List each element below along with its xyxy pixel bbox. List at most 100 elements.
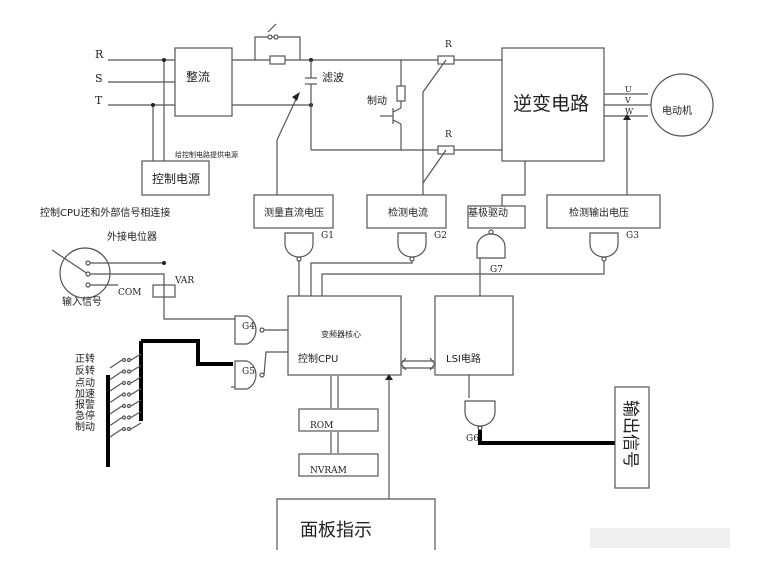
motor-label: 电动机 bbox=[662, 104, 692, 117]
rom-label: ROM bbox=[310, 421, 333, 431]
gate-label-g1: G1 bbox=[321, 231, 334, 241]
dc-voltage-block bbox=[253, 194, 334, 229]
input-switch bbox=[109, 382, 123, 392]
base-drive-block bbox=[467, 205, 526, 229]
output-signal-wire bbox=[478, 430, 615, 445]
output-voltage-label: 检测输出电压 bbox=[569, 206, 629, 219]
rectifier-label: 整流 bbox=[186, 69, 210, 84]
input-switch-bank bbox=[106, 339, 233, 467]
current-detect-label: 检测电流 bbox=[388, 206, 428, 219]
input-switch bbox=[121, 415, 127, 420]
input-switch bbox=[109, 394, 123, 403]
potentiometer-label: 外接电位器 bbox=[107, 230, 157, 243]
resistor-label-bottom: R bbox=[445, 130, 452, 140]
control-power-label: 控制电源 bbox=[152, 172, 200, 186]
nvram-label: NVRAM bbox=[310, 466, 347, 476]
input-brake: 制动 bbox=[75, 420, 95, 433]
input-switch bbox=[126, 403, 132, 409]
motor-symbol bbox=[650, 73, 714, 137]
resistor-label-top: R bbox=[445, 40, 452, 50]
input-switch bbox=[126, 415, 132, 420]
inverter-block bbox=[501, 47, 605, 162]
input-switch bbox=[109, 417, 123, 426]
input-switch bbox=[130, 422, 142, 430]
gate-g1 bbox=[284, 232, 314, 262]
inverter-label: 逆变电路 bbox=[513, 93, 589, 115]
input-switch bbox=[121, 403, 127, 409]
gate-g3 bbox=[589, 232, 619, 262]
panel-block bbox=[276, 498, 436, 550]
gate-g5 bbox=[231, 351, 288, 390]
input-switch bbox=[126, 426, 132, 432]
input-alarm: 报警 bbox=[75, 398, 95, 411]
gate-label-g2: G2 bbox=[434, 231, 447, 241]
cpu-label: 控制CPU bbox=[298, 352, 338, 365]
phase-label-s: S bbox=[95, 72, 103, 85]
input-switch bbox=[109, 359, 123, 369]
phase-label-r: R bbox=[95, 48, 104, 61]
phase-label-t: T bbox=[95, 94, 103, 107]
gate-g2 bbox=[397, 232, 427, 262]
input-switch bbox=[121, 380, 127, 386]
input-switch bbox=[130, 353, 142, 361]
current-detect-block bbox=[366, 194, 447, 229]
var-label: VAR bbox=[174, 276, 194, 286]
rom-block bbox=[298, 408, 379, 432]
input-switch bbox=[126, 357, 132, 363]
input-emergency-stop: 急停 bbox=[75, 409, 95, 422]
gate-g7 bbox=[476, 229, 506, 259]
cpu-core-label: 变频器核心 bbox=[321, 329, 361, 339]
brake-label: 制动 bbox=[367, 94, 387, 107]
input-switch bbox=[121, 426, 127, 432]
input-switch bbox=[121, 392, 127, 397]
input-switch bbox=[130, 364, 142, 373]
feedback-wires bbox=[298, 258, 605, 296]
output-voltage-block bbox=[546, 194, 661, 229]
output-signal-block bbox=[614, 386, 650, 489]
control-power-note: 给控制电路提供电源 bbox=[175, 150, 238, 159]
lsi-block bbox=[434, 295, 514, 376]
input-accelerate: 加速 bbox=[75, 388, 95, 400]
cpu-block bbox=[287, 295, 402, 376]
dc-bus bbox=[232, 23, 502, 195]
panel-label: 面板指示 bbox=[300, 520, 372, 541]
input-switch bbox=[109, 371, 123, 380]
input-switch bbox=[130, 376, 142, 384]
nvram-block bbox=[298, 453, 379, 477]
filter-label: 滤波 bbox=[322, 71, 344, 84]
input-switch bbox=[109, 405, 123, 415]
input-switch bbox=[121, 357, 127, 363]
input-jog: 点动 bbox=[75, 377, 95, 389]
input-reverse: 反转 bbox=[75, 364, 95, 377]
base-drive-label: 基极驱动 bbox=[468, 206, 508, 219]
input-switch bbox=[126, 369, 132, 374]
phase-v: V bbox=[624, 96, 631, 105]
gate-label-g5: G5 bbox=[242, 367, 255, 377]
input-switch bbox=[126, 380, 132, 386]
gate-label-g3: G3 bbox=[626, 231, 639, 241]
input-wires bbox=[108, 58, 175, 161]
cpu-external-note: 控制CPU还和外部信号相连接 bbox=[40, 206, 170, 219]
control-power-block bbox=[141, 160, 210, 196]
input-signal-label: 输入信号 bbox=[62, 295, 102, 308]
gate-g4 bbox=[234, 315, 288, 345]
cpu-lsi-bus-arrow bbox=[400, 357, 436, 371]
memory-bus-arrows bbox=[330, 376, 339, 453]
potentiometer-symbol bbox=[51, 247, 235, 320]
phase-u: U bbox=[625, 85, 632, 94]
input-switch bbox=[130, 399, 142, 407]
gate-label-g4: G4 bbox=[242, 322, 255, 332]
gate-label-g7: G7 bbox=[490, 265, 503, 275]
output-signal-label: 输出信号 bbox=[620, 400, 640, 468]
input-labels: 正转 反转 点动 加速 报警 急停 制动 bbox=[75, 352, 95, 433]
base-drive-wire bbox=[501, 161, 526, 206]
gate-label-g6: G6 bbox=[466, 434, 479, 444]
gate-g6 bbox=[464, 400, 496, 431]
phase-w: W bbox=[625, 107, 634, 116]
input-switch bbox=[130, 410, 142, 419]
com-label: COM bbox=[118, 288, 141, 298]
uvw-wires bbox=[604, 93, 651, 195]
rectifier-block bbox=[174, 47, 233, 117]
input-switch bbox=[126, 392, 132, 397]
input-switch bbox=[121, 369, 127, 374]
